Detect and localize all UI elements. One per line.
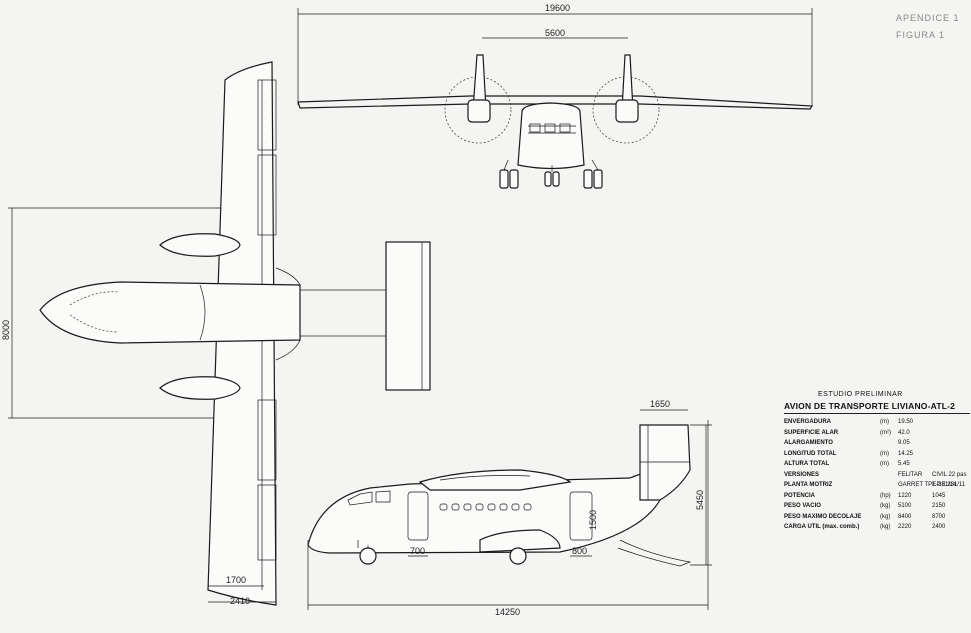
spec-unit: (m) [880, 461, 889, 467]
spec-row: ALTURA TOTAL (m) 5.45 [784, 459, 970, 470]
dim-length: 14250 [495, 607, 520, 617]
spec-value-1: 5.45 [898, 461, 910, 467]
spec-unit [880, 480, 898, 491]
dim-rear-door-width: 800 [572, 546, 587, 556]
spec-value-2: T.P.E.331/11 [932, 482, 966, 488]
spec-row: PESO MAXIMO DECOLAJE (kg) 8400 8700 [784, 512, 970, 523]
spec-rows: ENVERGADURA (m) 19.50 SUPERFICIE ALAR (m²) 4… [784, 417, 970, 533]
spec-label: CARGA UTIL (max. comb.) [784, 524, 860, 530]
spec-value-1: FELITAR [898, 471, 923, 478]
spec-study: ESTUDIO PRELIMINAR [818, 391, 903, 398]
spec-unit: (m) [880, 419, 889, 425]
spec-unit: (kg) [880, 503, 891, 509]
dim-height: 5450 [695, 490, 705, 510]
spec-unit: (m) [880, 450, 889, 457]
spec-value-2: 1045 [932, 492, 946, 499]
spec-value-2 [932, 438, 970, 449]
spec-value-2 [932, 449, 970, 460]
spec-label: PLANTA MOTRIZ [784, 482, 833, 488]
dim-wing-chord-root: 2410 [230, 596, 250, 606]
spec-value-2: 2400 [932, 524, 946, 530]
spec-label: SUPERFICIE ALAR [784, 429, 839, 436]
spec-label: POTENCIA [784, 492, 816, 499]
dim-width: 8000 [1, 320, 11, 340]
spec-unit: (m²) [880, 429, 891, 436]
spec-row: CARGA UTIL (max. comb.) (kg) 2220 2400 [784, 522, 970, 533]
spec-row: PESO VACIO (kg) 5100 2150 [784, 501, 970, 512]
spec-value-1: 1220 [898, 492, 912, 499]
spec-value-2 [932, 417, 970, 428]
spec-value-1: GARRET TPE-331/14 [898, 482, 957, 488]
dim-wing-chord-tip: 1700 [226, 575, 246, 585]
spec-value-2: 8700 [932, 513, 946, 520]
spec-unit: (hp) [880, 492, 891, 499]
spec-label: PESO MAXIMO DECOLAJE [784, 513, 862, 520]
front-view: 19600 5600 [297, 3, 814, 189]
spec-value-2 [932, 459, 970, 470]
spec-value-1: 9.05 [898, 440, 910, 446]
spec-row: ENVERGADURA (m) 19.50 [784, 417, 970, 428]
dim-nacelle-spacing: 5600 [545, 28, 565, 38]
spec-value-1: 8400 [898, 513, 912, 520]
dim-span: 19600 [545, 3, 570, 13]
spec-label: PESO VACIO [784, 503, 821, 509]
plan-view: 8000 1700 2410 [1, 61, 431, 606]
spec-label: ALTURA TOTAL [784, 461, 830, 467]
dim-tail-width: 1650 [650, 399, 670, 409]
spec-value-2: CIVIL 22 pas [932, 471, 967, 478]
spec-label: ALARGAMIENTO [784, 440, 833, 446]
spec-label: ENVERGADURA [784, 419, 832, 425]
spec-row: LONGITUD TOTAL (m) 14.25 [784, 449, 970, 460]
reference-figura: FIGURA 1 [896, 30, 946, 40]
reference-apendice: APENDICE 1 [896, 13, 960, 23]
spec-unit [880, 470, 898, 481]
spec-table: ESTUDIO PRELIMINAR AVION DE TRANSPORTE L… [784, 390, 970, 533]
spec-unit [880, 438, 898, 449]
spec-value-1: 19.50 [898, 419, 914, 425]
spec-row: SUPERFICIE ALAR (m²) 42.0 [784, 428, 970, 439]
side-view: 14250 5450 1650 1500 [307, 399, 712, 617]
spec-row: ALARGAMIENTO 9.05 [784, 438, 970, 449]
spec-unit: (kg) [880, 513, 891, 520]
spec-value-1: 5100 [898, 503, 912, 509]
cabin-windows [439, 503, 532, 511]
dim-door-width: 700 [410, 546, 425, 556]
spec-value-1: 14.25 [898, 450, 914, 457]
spec-value-1: 2220 [898, 524, 912, 530]
spec-label: LONGITUD TOTAL [784, 450, 837, 457]
spec-unit: (kg) [880, 524, 891, 530]
spec-row: VERSIONES FELITAR CIVIL 22 pas [784, 470, 970, 481]
spec-label: VERSIONES [784, 471, 820, 478]
spec-value-2: 2150 [932, 503, 946, 509]
dim-door-height: 1500 [588, 510, 598, 530]
spec-value-1: 42.0 [898, 429, 910, 436]
spec-value-2 [932, 428, 970, 439]
spec-row: POTENCIA (hp) 1220 1045 [784, 491, 970, 502]
spec-title: AVION DE TRANSPORTE LIVIANO-ATL-2 [784, 401, 970, 414]
